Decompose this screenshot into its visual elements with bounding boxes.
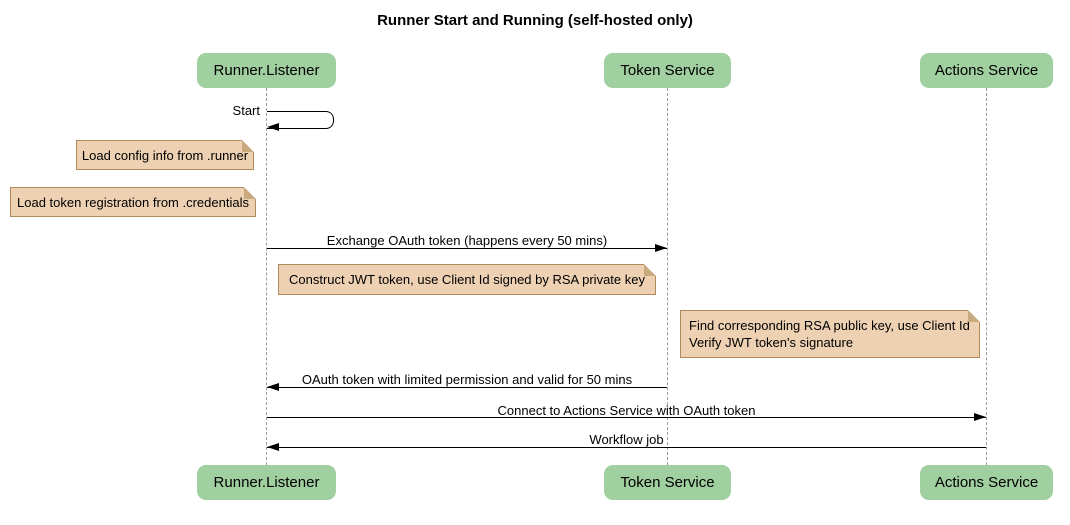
message-line [267,248,667,249]
note-text: Load config info from .runner [81,147,249,163]
lifeline-token-service [667,88,668,465]
note-text: Find corresponding RSA public key, use C… [689,318,970,350]
message-line [267,387,667,388]
participant-top-token-service: Token Service [604,53,731,88]
self-message-loop [267,111,334,129]
message-label-exchange-oauth: Exchange OAuth token (happens every 50 m… [326,233,608,248]
arrowhead-left-icon [267,123,279,131]
participant-top-actions-service: Actions Service [920,53,1053,88]
participant-label: Runner.Listener [213,474,320,491]
arrowhead-right-icon [655,244,667,252]
participant-label: Runner.Listener [213,62,320,79]
note-load-token-registration: Load token registration from .credential… [10,187,256,217]
message-line [267,417,986,418]
diagram-title: Runner Start and Running (self-hosted on… [377,12,693,29]
participant-label: Actions Service [934,474,1039,491]
lifeline-runner-listener [266,88,267,465]
message-line [267,447,986,448]
participant-bottom-actions-service: Actions Service [920,465,1053,500]
note-construct-jwt: Construct JWT token, use Client Id signe… [278,264,656,295]
lifeline-actions-service [986,88,987,465]
note-load-config: Load config info from .runner [76,140,254,170]
arrowhead-left-icon [267,383,279,391]
note-text: Load token registration from .credential… [17,194,249,210]
note-text: Construct JWT token, use Client Id signe… [289,272,645,287]
arrowhead-left-icon [267,443,279,451]
participant-bottom-token-service: Token Service [604,465,731,500]
participant-bottom-runner-listener: Runner.Listener [197,465,336,500]
message-label-workflow-job: Workflow job [589,432,664,447]
note-verify-jwt: Find corresponding RSA public key, use C… [680,310,980,358]
participant-top-runner-listener: Runner.Listener [197,53,336,88]
participant-label: Token Service [620,62,715,79]
participant-label: Token Service [620,474,715,491]
arrowhead-right-icon [974,413,986,421]
message-label-connect-actions: Connect to Actions Service with OAuth to… [497,403,756,418]
participant-label: Actions Service [934,62,1039,79]
message-label-oauth-return: OAuth token with limited permission and … [301,372,633,387]
message-label-start: Start [232,103,260,118]
